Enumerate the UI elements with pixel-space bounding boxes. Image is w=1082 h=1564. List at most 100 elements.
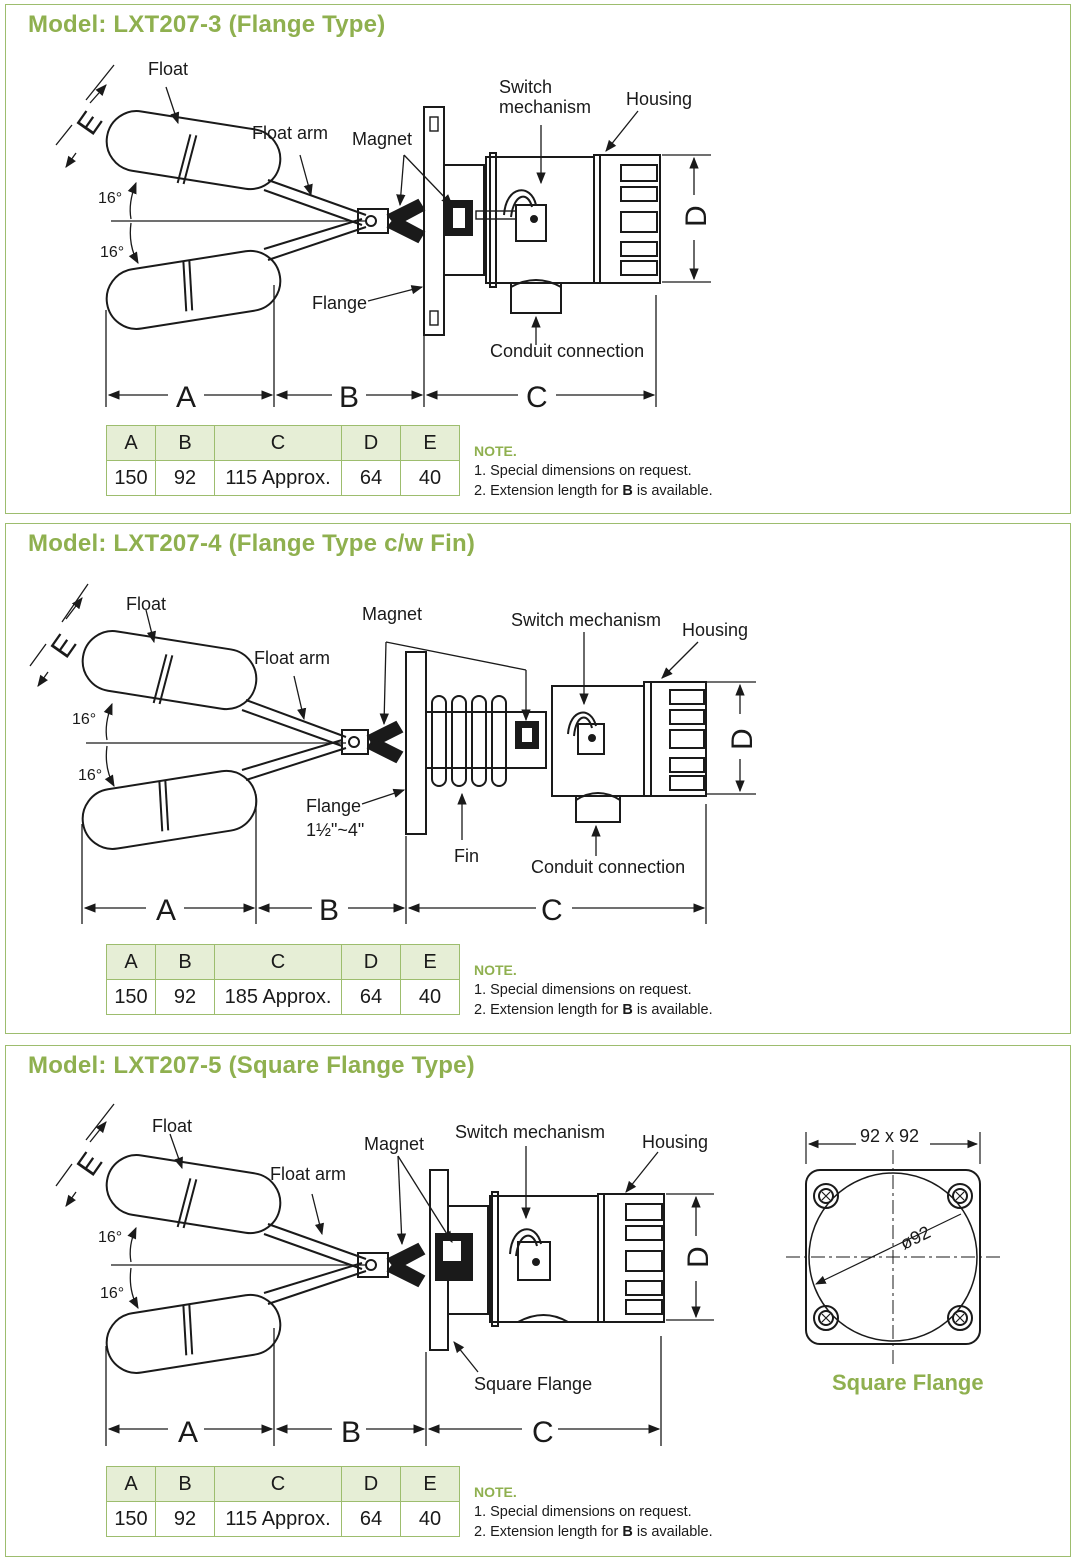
table-cell: 115 Approx. <box>214 1501 342 1537</box>
note-title: NOTE. <box>474 443 517 459</box>
label-float-arm: Float arm <box>252 123 328 143</box>
dim-c-label: C <box>526 381 548 414</box>
table-header: B <box>155 425 215 461</box>
label-magnet: Magnet <box>364 1134 424 1154</box>
table-cell: 150 <box>106 1501 156 1537</box>
table-cell: 64 <box>341 1501 401 1537</box>
label-housing: Housing <box>642 1132 708 1152</box>
table-header: A <box>106 944 156 980</box>
table-header: E <box>400 1466 460 1502</box>
float-lower <box>105 1293 282 1374</box>
label-conduit: Conduit connection <box>531 857 685 877</box>
label-square-size: 92 x 92 <box>860 1126 919 1146</box>
float-lower <box>81 769 258 850</box>
dim-e-label: E <box>71 106 110 141</box>
panel-lxt207-4: Model: LXT207-4 (Flange Type c/w Fin) <box>5 523 1071 1034</box>
label-float: Float <box>148 59 188 79</box>
float-upper <box>81 630 258 711</box>
table-cell: 92 <box>155 460 215 496</box>
dim-a-label: A <box>176 381 196 414</box>
table-header: B <box>155 1466 215 1502</box>
label-switch: Switch mechanism <box>511 610 661 630</box>
float-arm <box>111 179 367 261</box>
dim-b-label: B <box>319 894 339 927</box>
table-header: C <box>214 944 342 980</box>
table-header: B <box>155 944 215 980</box>
dim-c-label: C <box>541 894 563 927</box>
note-block: NOTE. 1. Special dimensions on request. … <box>474 441 713 501</box>
note-line-1: 1. Special dimensions on request. <box>474 982 692 998</box>
table-cell: 185 Approx. <box>214 979 342 1015</box>
label-conduit: Conduit connection <box>490 341 644 361</box>
panel-title: Model: LXT207-4 (Flange Type c/w Fin) <box>28 530 476 557</box>
note-line-1: 1. Special dimensions on request. <box>474 1504 692 1520</box>
dim-a-label: A <box>178 1416 198 1449</box>
diagram-lxt207-4: Float Float arm Magnet Switch mechanism … <box>29 583 759 927</box>
table-header: C <box>214 1466 342 1502</box>
housing <box>593 154 661 284</box>
magnet <box>357 198 426 244</box>
switch-body <box>551 685 645 823</box>
bolt <box>813 1183 839 1209</box>
table-cell: 92 <box>155 1501 215 1537</box>
magnet <box>341 720 404 764</box>
table-header: D <box>341 1466 401 1502</box>
fin <box>425 695 547 787</box>
note-line-2: 2. Extension length for B is available. <box>474 1524 713 1540</box>
note-line-2: 2. Extension length for B is available. <box>474 1002 713 1018</box>
table-cell: 115 Approx. <box>214 460 342 496</box>
table-cell: 40 <box>400 460 460 496</box>
note-block: NOTE. 1. Special dimensions on request. … <box>474 960 713 1020</box>
table-cell: 150 <box>106 460 156 496</box>
bolt <box>947 1183 973 1209</box>
housing <box>597 1193 665 1323</box>
bolt <box>813 1305 839 1331</box>
housing <box>643 681 707 797</box>
label-housing: Housing <box>682 620 748 640</box>
label-flange: Flange <box>312 293 367 313</box>
dim-b-label: B <box>341 1416 361 1449</box>
square-flange <box>429 1169 489 1351</box>
panel-lxt207-5: Model: LXT207-5 (Square Flange Type) <box>5 1045 1071 1557</box>
label-angle-bottom: 16° <box>100 244 124 261</box>
label-angle-top: 16° <box>72 711 96 728</box>
table-cell: 40 <box>400 979 460 1015</box>
label-angle-top: 16° <box>98 1229 122 1246</box>
dim-d-label: D <box>680 205 713 227</box>
label-square-flange: Square Flange <box>474 1374 592 1394</box>
label-magnet: Magnet <box>352 129 412 149</box>
label-flange-size: 1½"~4" <box>306 820 364 840</box>
table-header: D <box>341 944 401 980</box>
note-title: NOTE. <box>474 1484 517 1500</box>
float-arm <box>111 1223 367 1305</box>
float-lower <box>105 249 282 330</box>
float-upper <box>105 110 282 191</box>
panel-title: Model: LXT207-5 (Square Flange Type) <box>28 1052 475 1079</box>
table-cell: 40 <box>400 1501 460 1537</box>
dimension-table: A B C D E 150 92 115 Approx. 64 40 <box>106 425 460 496</box>
label-switch-line2: mechanism <box>499 97 591 117</box>
label-fin: Fin <box>454 846 479 866</box>
note-title: NOTE. <box>474 962 517 978</box>
dimension-table: A B C D E 150 92 185 Approx. 64 40 <box>106 944 460 1015</box>
diagram-lxt207-5: Float Float arm Magnet Switch mechanism … <box>55 1103 1002 1449</box>
magnet <box>357 1242 426 1288</box>
dimension-lines <box>55 1103 714 1446</box>
flange <box>405 651 427 835</box>
panel-lxt207-3: Model: LXT207-3 (Flange Type) <box>5 4 1071 514</box>
label-float: Float <box>152 1116 192 1136</box>
label-float-arm: Float arm <box>270 1164 346 1184</box>
table-header: A <box>106 1466 156 1502</box>
table-header: D <box>341 425 401 461</box>
flange <box>423 106 485 336</box>
note-line-2: 2. Extension length for B is available. <box>474 483 713 499</box>
dimension-table: A B C D E 150 92 115 Approx. 64 40 <box>106 1466 460 1537</box>
float-arm <box>86 699 347 781</box>
label-diameter: ø92 <box>897 1222 934 1254</box>
label-angle-bottom: 16° <box>78 767 102 784</box>
label-flange: Flange <box>306 796 361 816</box>
note-line-1: 1. Special dimensions on request. <box>474 463 692 479</box>
table-cell: 92 <box>155 979 215 1015</box>
switch-body <box>489 1191 599 1327</box>
bolt <box>947 1305 973 1331</box>
